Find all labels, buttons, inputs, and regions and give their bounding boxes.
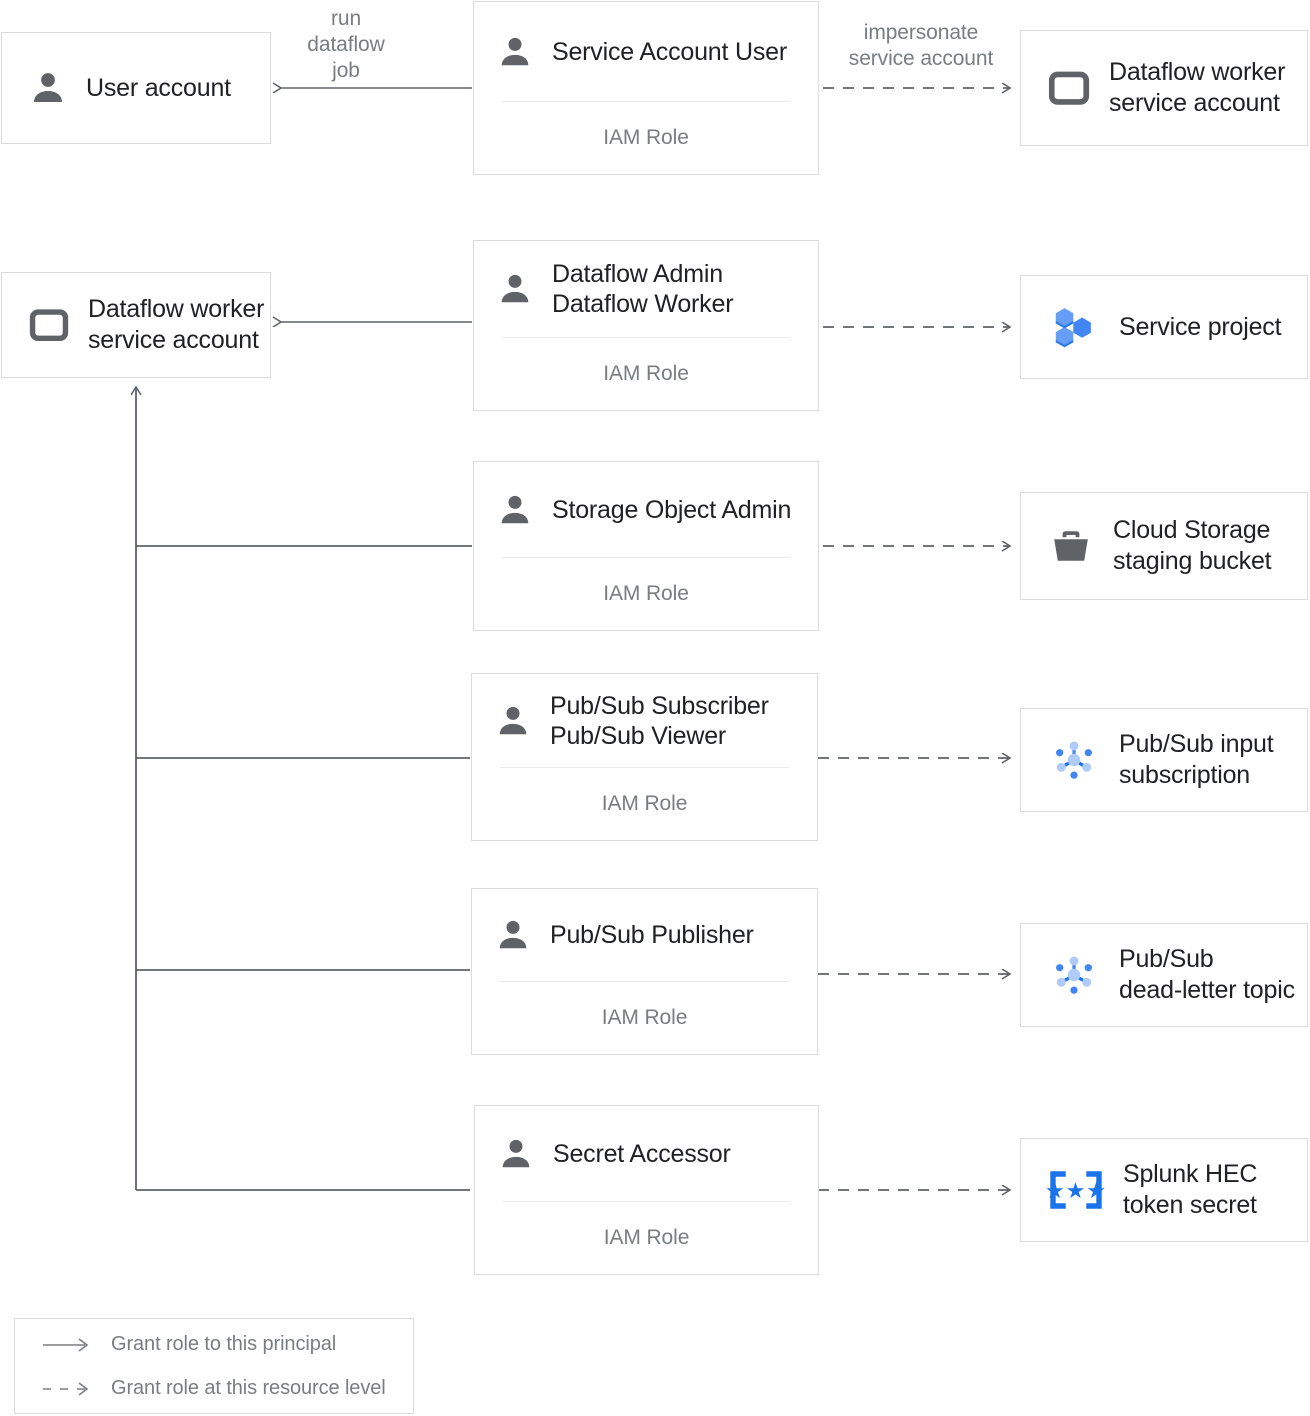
card-divider: [502, 557, 790, 558]
person-icon: [494, 702, 532, 740]
role-card-title: Service Account User: [552, 37, 787, 66]
person-icon: [497, 1135, 535, 1173]
resource-box-service-project[interactable]: Service project: [1020, 275, 1308, 379]
pubsub-icon: [1047, 948, 1101, 1002]
secret-manager-icon: ★★★: [1045, 1167, 1106, 1213]
role-card-service-account-user[interactable]: Service Account User IAM Role: [473, 1, 819, 175]
role-card-footer: IAM Role: [601, 1006, 688, 1029]
role-card-footer: IAM Role: [603, 1226, 690, 1249]
pubsub-icon: [1047, 733, 1101, 787]
resource-label: Service project: [1119, 312, 1282, 341]
connector-role-bus-trunk: [136, 387, 472, 1191]
card-divider: [503, 1201, 790, 1202]
solid-arrow-icon: [43, 1337, 89, 1352]
role-card-footer: IAM Role: [601, 792, 688, 815]
connector-label-run-dataflow-job: run dataflow job: [307, 7, 385, 82]
legend-item-solid-arrow: Grant role to this principal: [41, 1333, 336, 1356]
legend-label: Grant role at this resource level: [111, 1377, 386, 1399]
role-card-storage-object-admin[interactable]: Storage Object Admin IAM Role: [473, 461, 819, 631]
resource-box-dataflow-worker-service-account[interactable]: Dataflow worker service account: [1020, 30, 1308, 146]
person-icon: [28, 68, 68, 108]
resource-label: Splunk HEC token secret: [1123, 1160, 1258, 1219]
legend-item-dashed-arrow: Grant role at this resource level: [41, 1377, 386, 1400]
role-card-secret-accessor[interactable]: Secret Accessor IAM Role: [474, 1105, 819, 1275]
legend: Grant role to this principal Grant role …: [14, 1318, 414, 1414]
person-icon: [496, 491, 534, 529]
person-icon: [494, 916, 532, 954]
resource-box-cloud-storage-staging-bucket[interactable]: Cloud Storage staging bucket: [1020, 492, 1308, 600]
service-account-icon: [1047, 66, 1091, 110]
principal-label-user-account: User account: [86, 73, 231, 102]
role-card-title: Storage Object Admin: [552, 495, 792, 524]
role-card-pubsub-subscriber-viewer[interactable]: Pub/Sub Subscriber Pub/Sub Viewer IAM Ro…: [471, 673, 818, 841]
resource-label: Dataflow worker service account: [1109, 58, 1286, 117]
service-account-icon: [28, 304, 70, 346]
role-card-footer: IAM Role: [603, 582, 689, 605]
dashed-arrow-icon: [43, 1381, 89, 1396]
role-card-title: Pub/Sub Publisher: [550, 921, 754, 949]
svg-text:★★★: ★★★: [1047, 1178, 1105, 1203]
role-card-footer: IAM Role: [603, 126, 689, 149]
card-divider: [502, 101, 790, 102]
resource-box-pubsub-dead-letter-topic[interactable]: Pub/Sub dead-letter topic: [1020, 923, 1308, 1027]
card-divider: [500, 767, 789, 768]
resource-box-splunk-hec-token-secret[interactable]: ★★★ Splunk HEC token secret: [1020, 1138, 1308, 1242]
role-card-title: Dataflow Admin Dataflow Worker: [552, 260, 734, 318]
legend-label: Grant role to this principal: [111, 1333, 337, 1355]
project-hexagons-icon: [1047, 300, 1101, 354]
person-icon: [496, 270, 534, 308]
connector-label-impersonate-service-account: impersonate service account: [848, 21, 994, 70]
resource-label: Pub/Sub dead-letter topic: [1119, 945, 1295, 1004]
resource-label: Cloud Storage staging bucket: [1113, 516, 1272, 575]
resource-box-pubsub-input-subscription[interactable]: Pub/Sub input subscription: [1020, 708, 1308, 812]
role-card-title: Secret Accessor: [553, 1139, 731, 1168]
principal-box-user-account[interactable]: User account: [1, 32, 271, 144]
card-divider: [502, 337, 790, 338]
person-icon: [496, 33, 534, 71]
role-card-pubsub-publisher[interactable]: Pub/Sub Publisher IAM Role: [471, 888, 818, 1055]
role-card-dataflow-admin-worker[interactable]: Dataflow Admin Dataflow Worker IAM Role: [473, 240, 819, 411]
cloud-storage-bucket-icon: [1047, 522, 1095, 570]
principal-label-dataflow-worker-sa: Dataflow worker service account: [88, 295, 265, 354]
card-divider: [500, 981, 789, 982]
principal-box-dataflow-worker-service-account[interactable]: Dataflow worker service account: [1, 272, 271, 378]
role-card-footer: IAM Role: [603, 362, 689, 385]
resource-label: Pub/Sub input subscription: [1119, 730, 1274, 789]
role-card-title: Pub/Sub Subscriber Pub/Sub Viewer: [550, 691, 769, 750]
